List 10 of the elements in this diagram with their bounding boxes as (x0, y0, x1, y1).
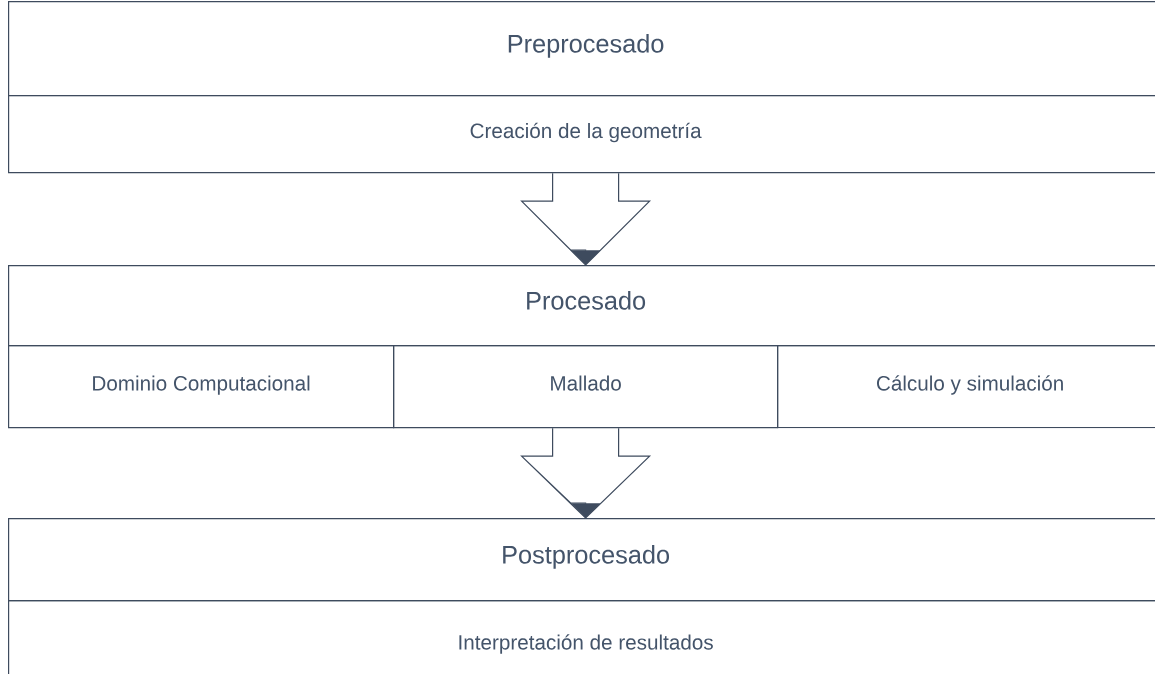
step-box: Creación de la geometría (8, 95, 1155, 174)
stage-header-box: Postprocesado (8, 518, 1155, 602)
step-box: Mallado (393, 345, 779, 429)
step-box: Interpretación de resultados (8, 600, 1155, 674)
stage-header-box: Procesado (8, 265, 1155, 347)
stage-header-box: Preprocesado (8, 1, 1155, 97)
block-arrow (520, 172, 652, 266)
block-arrow (520, 427, 652, 519)
step-box: Cálculo y simulación (777, 345, 1155, 429)
step-box: Dominio Computacional (8, 345, 395, 429)
